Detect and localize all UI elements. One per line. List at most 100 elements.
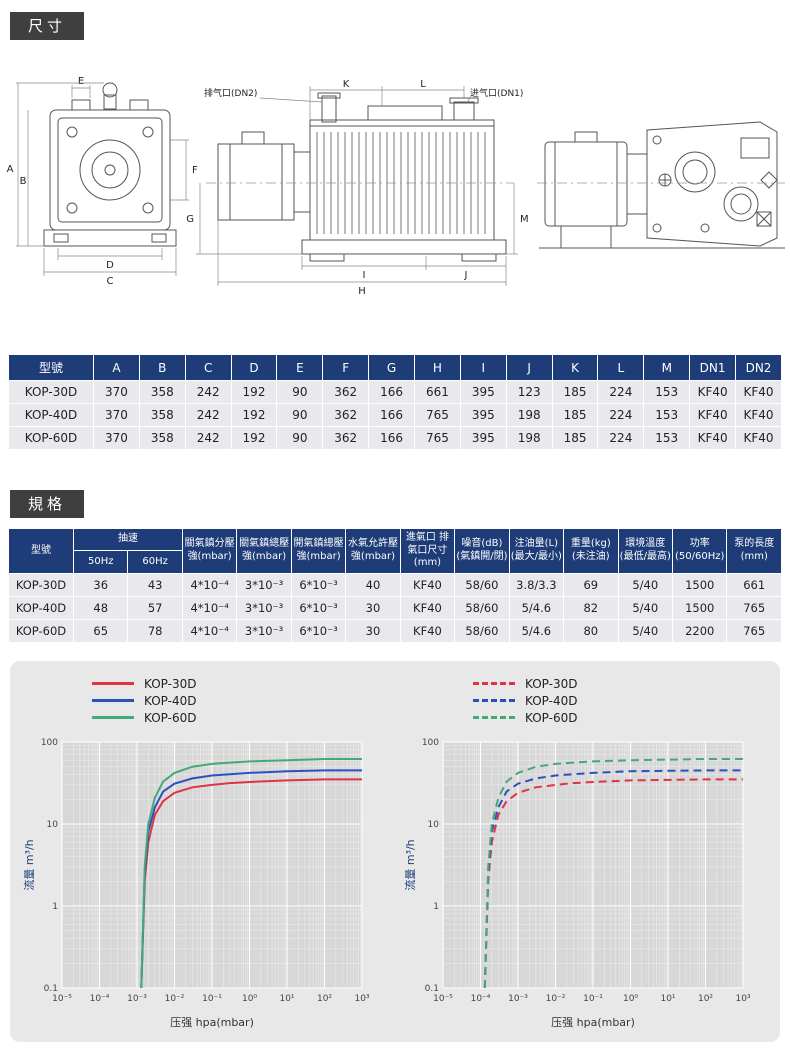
dim-label-a: A (7, 164, 14, 175)
value-cell: 40 (345, 572, 401, 597)
value-cell: KF40 (399, 595, 456, 620)
column-header: 泵的長度(mm) (726, 528, 782, 574)
column-header: J (505, 354, 553, 381)
value-cell: 224 (597, 426, 645, 450)
value-cell: 192 (230, 426, 278, 450)
legend-label: KOP-40D (144, 693, 197, 708)
legend-label: KOP-60D (525, 710, 578, 725)
value-cell: 43 (127, 572, 183, 597)
x-tick-label: 10⁻⁵ (433, 994, 453, 1004)
value-cell: 30 (345, 595, 401, 620)
value-cell: 6*10⁻³ (290, 572, 347, 597)
legend-label: KOP-30D (525, 676, 578, 691)
value-cell: 198 (505, 403, 553, 427)
x-tick-label: 10⁻⁴ (471, 994, 491, 1004)
value-cell: 36 (72, 572, 129, 597)
column-header: 水氣允許壓強(mbar) (345, 528, 401, 574)
value-cell: KF40 (689, 403, 737, 427)
x-tick-label: 10⁰ (242, 994, 257, 1004)
y-tick-label: 0.1 (425, 984, 439, 994)
value-cell: 395 (459, 380, 507, 404)
model-cell: KOP-30D (8, 572, 74, 597)
y-axis-title: 流量 m³/h (22, 839, 36, 890)
dim-label-g: G (186, 214, 194, 225)
y-tick-label: 1 (52, 902, 58, 912)
y-tick-label: 100 (422, 738, 439, 748)
front-view-drawing: E A B F D C (7, 76, 198, 287)
value-cell: 153 (643, 403, 691, 427)
column-header: H (414, 354, 461, 381)
x-tick-label: 10⁰ (623, 994, 638, 1004)
value-cell: 765 (726, 618, 782, 643)
value-cell: 6*10⁻³ (290, 595, 347, 620)
dim-label-c: C (107, 276, 114, 287)
value-cell: 242 (184, 403, 232, 427)
legend-label: KOP-60D (144, 710, 197, 725)
value-cell: 661 (726, 572, 782, 597)
legend-line-sample (473, 699, 515, 702)
value-cell: 1500 (671, 595, 728, 620)
value-cell: 90 (276, 426, 324, 450)
legend-line-sample (473, 716, 515, 719)
column-header: F (322, 354, 370, 381)
column-header: 功率(50/60Hz) (671, 528, 728, 574)
value-cell: 192 (230, 380, 278, 404)
value-cell: KF40 (735, 426, 782, 450)
value-cell: 1500 (671, 572, 728, 597)
value-cell: 3*10⁻³ (236, 618, 292, 643)
column-header: L (597, 354, 645, 381)
column-header: 噪音(dB)(氣鎮開/閉) (454, 528, 510, 574)
legend-item: KOP-30D (92, 677, 196, 691)
column-header: 型號 (8, 354, 94, 381)
column-header: 關氣鎮分壓強(mbar) (181, 528, 238, 574)
value-cell: 58/60 (454, 595, 510, 620)
legend-item: KOP-60D (92, 711, 196, 725)
value-cell: 6*10⁻³ (290, 618, 347, 643)
x-axis-title: 压强 hpa(mbar) (170, 1016, 254, 1029)
value-cell: KF40 (689, 380, 737, 404)
value-cell: 5/40 (617, 595, 673, 620)
technical-drawing: E A B F D C (7, 76, 785, 297)
intake-port-label: 进气口(DN1) (470, 87, 523, 99)
value-cell: KF40 (399, 572, 456, 597)
value-cell: 69 (563, 572, 619, 597)
value-cell: 80 (563, 618, 619, 643)
exhaust-port-label: 排气口(DN2) (204, 87, 257, 99)
value-cell: 5/4.6 (508, 595, 565, 620)
value-cell: 192 (230, 403, 278, 427)
section-title-specs: 規格 (10, 490, 85, 518)
x-tick-label: 10⁻² (165, 994, 185, 1004)
value-cell: 362 (322, 380, 370, 404)
header-row: 型號抽速關氣鎮分壓強(mbar)關氣鎮總壓強(mbar)開氣鎮總壓強(mbar)… (8, 527, 782, 574)
y-axis-title: 流量 m³/h (403, 839, 417, 890)
value-cell: 82 (563, 595, 619, 620)
side-view-drawing: K L 排气口(DN2) 进气口(DN1) G M I J H (186, 79, 528, 297)
column-header: 關氣鎮總壓強(mbar) (236, 528, 292, 574)
value-cell: 4*10⁻⁴ (181, 572, 238, 597)
series-curve (140, 757, 362, 988)
value-cell: 57 (127, 595, 183, 620)
value-cell: 358 (138, 380, 186, 404)
value-cell: 30 (345, 618, 401, 643)
value-cell: 224 (597, 380, 645, 404)
column-header: B (138, 354, 186, 381)
legend-item: KOP-40D (473, 694, 577, 708)
column-header: 進氣口 排氣口尺寸(mm) (399, 528, 456, 574)
value-cell: 4*10⁻⁴ (181, 618, 238, 643)
value-cell: 765 (414, 403, 461, 427)
value-cell: 153 (643, 426, 691, 450)
value-cell: 362 (322, 403, 370, 427)
dim-label-f: F (192, 165, 198, 176)
value-cell: 58/60 (454, 572, 510, 597)
section-title-dimensions: 尺寸 (10, 12, 85, 40)
x-tick-label: 10³ (735, 994, 750, 1004)
value-cell: 765 (414, 426, 461, 450)
